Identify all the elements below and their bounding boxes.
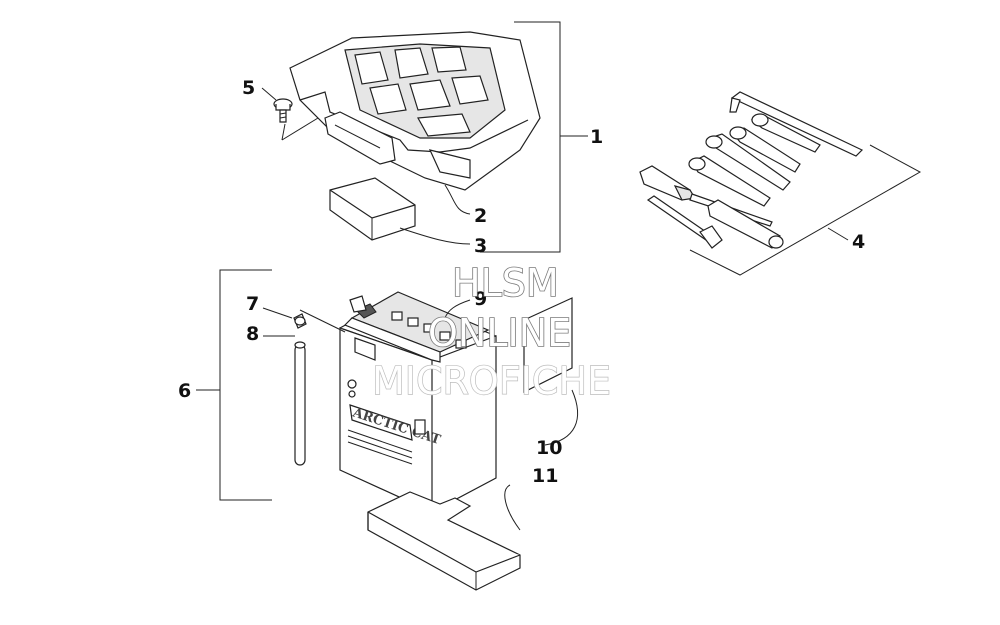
callout-5: 5 — [242, 77, 255, 99]
callout-9: 9 — [474, 288, 487, 310]
callout-labels: 1 2 3 4 5 6 7 8 9 10 11 — [178, 77, 865, 487]
watermark-line1: HLSM — [452, 261, 559, 305]
foam-block — [329, 177, 416, 241]
battery: ARCTIC CAT — [339, 291, 497, 513]
callout-8: 8 — [246, 323, 259, 345]
callout-10: 10 — [536, 437, 562, 459]
vent-fitting — [293, 313, 307, 329]
tool-tray — [289, 31, 541, 191]
watermark-line3: MICROFICHE — [372, 359, 611, 403]
callout-6: 6 — [178, 380, 191, 402]
watermark: HLSM ONLINE MICROFICHE — [371, 260, 611, 404]
callout-4: 4 — [852, 231, 865, 253]
battery-pad — [367, 491, 521, 591]
callout-11: 11 — [532, 465, 558, 487]
tool-kit — [639, 91, 864, 249]
decal-sheet — [523, 297, 573, 393]
screw — [273, 98, 293, 123]
watermark-line2: ONLINE — [428, 311, 571, 355]
leader-lines — [196, 21, 922, 531]
callout-3: 3 — [474, 235, 487, 257]
callout-7: 7 — [246, 293, 259, 315]
callout-1: 1 — [590, 126, 603, 148]
callout-2: 2 — [474, 205, 487, 227]
vent-tube — [294, 341, 306, 466]
